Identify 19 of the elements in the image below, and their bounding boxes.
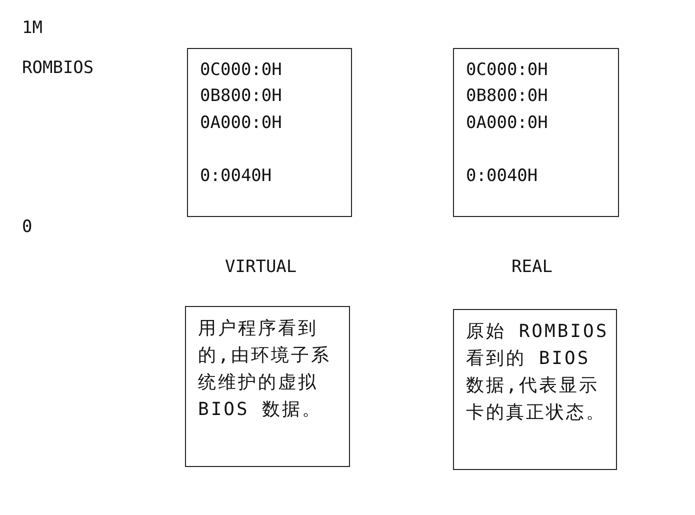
note-text: 用户程序看到的,由环境子系统维护的虚拟BIOS 数据。 [198,317,332,422]
address-text: 0:0040H [200,166,272,186]
memory-address-label: ROMBIOS [22,58,94,78]
note-box [453,309,617,470]
caption-text: VIRTUAL [225,257,297,277]
address-text: 0B800:0H [466,86,548,106]
note-text: 原始 ROMBIOS 看到的 BIOS 数据,代表显示卡的真正状态。 [466,320,610,425]
memory-address-label: 0 [22,217,32,237]
memory-map-box [453,48,619,217]
memory-map-box [187,48,352,217]
address-text: 0C000:0H [200,60,282,80]
caption-text: REAL [512,257,552,277]
address-text: 0B800:0H [200,86,282,106]
memory-address-label: 1M [22,18,42,38]
address-text: 0:0040H [466,166,538,186]
note-box [185,306,350,467]
address-text: 0A000:0H [466,113,548,133]
address-text: 0C000:0H [466,60,548,80]
address-text: 0A000:0H [200,113,282,133]
